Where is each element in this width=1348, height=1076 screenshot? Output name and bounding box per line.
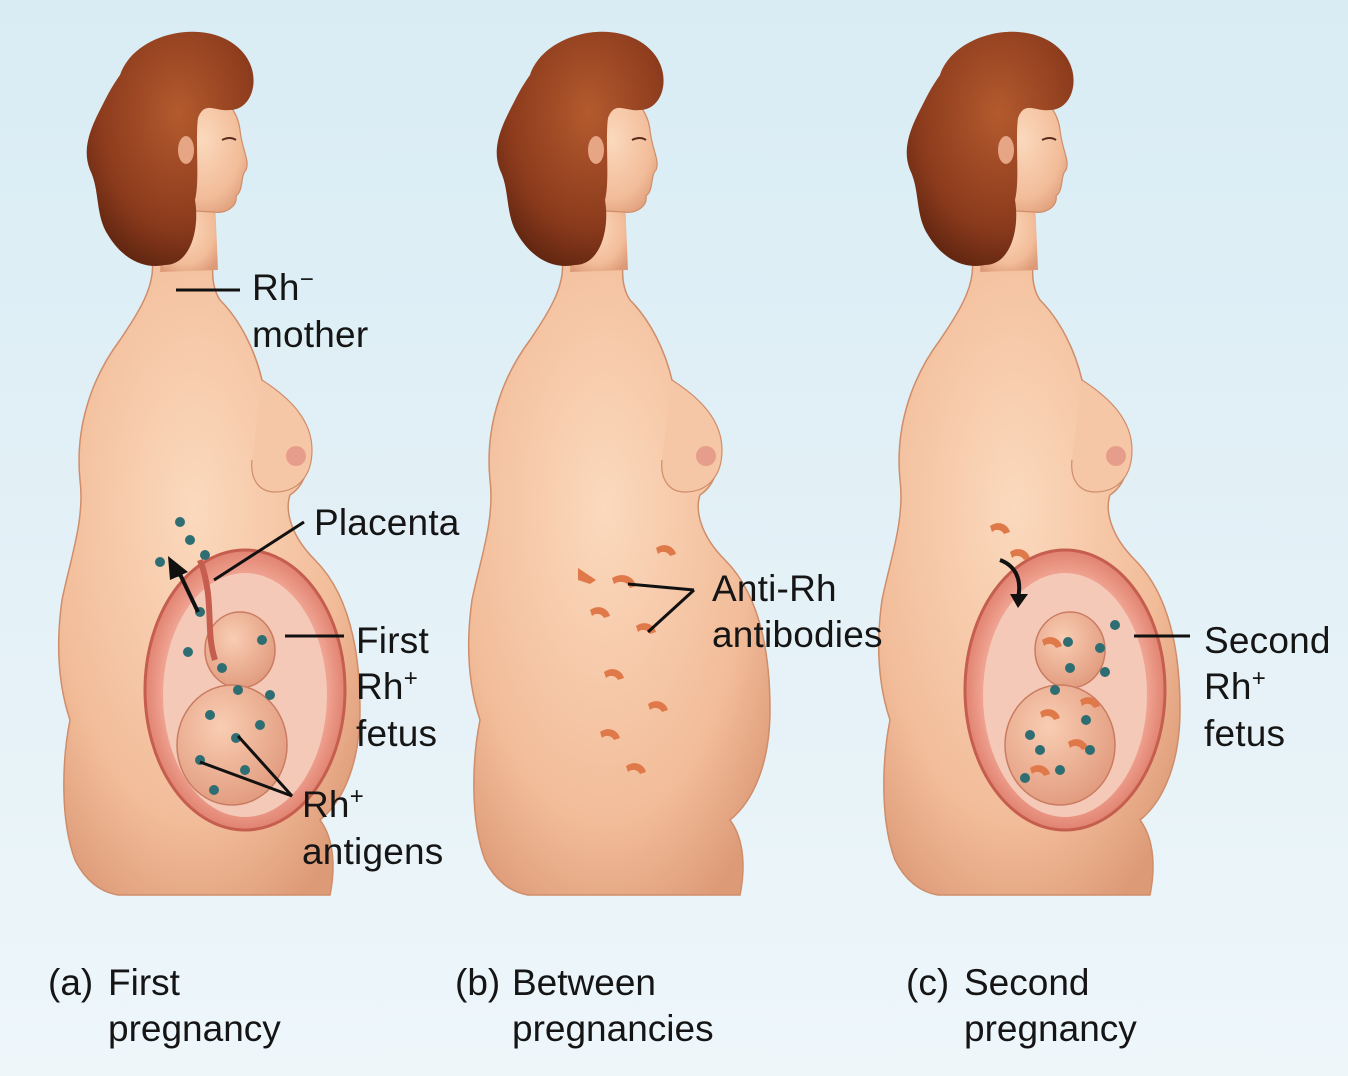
caption-c-line2: pregnancy — [964, 1006, 1137, 1052]
caption-b-line2: pregnancies — [512, 1006, 714, 1052]
anti-rh-label: Anti-Rh — [712, 566, 837, 612]
caption-a-letter: (a) — [48, 962, 93, 1004]
panel-c-figure — [879, 32, 1180, 895]
caption-a-line1: First — [108, 960, 180, 1006]
caption-b-line1: Between — [512, 960, 656, 1006]
caption-a-line2: pregnancy — [108, 1006, 281, 1052]
fetus-head — [1035, 612, 1105, 688]
mother-label: mother — [252, 312, 368, 358]
placenta-label: Placenta — [314, 500, 460, 546]
caption-c-letter: (c) — [906, 962, 949, 1004]
antibodies-label: antibodies — [712, 612, 883, 658]
rh-negative-label: Rh− — [252, 265, 314, 311]
caption-c-line1: Second — [964, 960, 1090, 1006]
first-label: First — [356, 618, 429, 664]
rh-positive-label: Rh+ — [356, 664, 418, 710]
caption-b-letter: (b) — [455, 962, 500, 1004]
fetus-head — [205, 612, 275, 688]
rh-positive-antigen-label: Rh+ — [302, 782, 364, 828]
antigens-label: antigens — [302, 829, 444, 875]
panel-b-figure — [469, 32, 770, 895]
rh-positive-label-c: Rh+ — [1204, 664, 1266, 710]
fetus-label: fetus — [356, 711, 437, 757]
fetus-label-c: fetus — [1204, 711, 1285, 757]
second-label: Second — [1204, 618, 1331, 664]
